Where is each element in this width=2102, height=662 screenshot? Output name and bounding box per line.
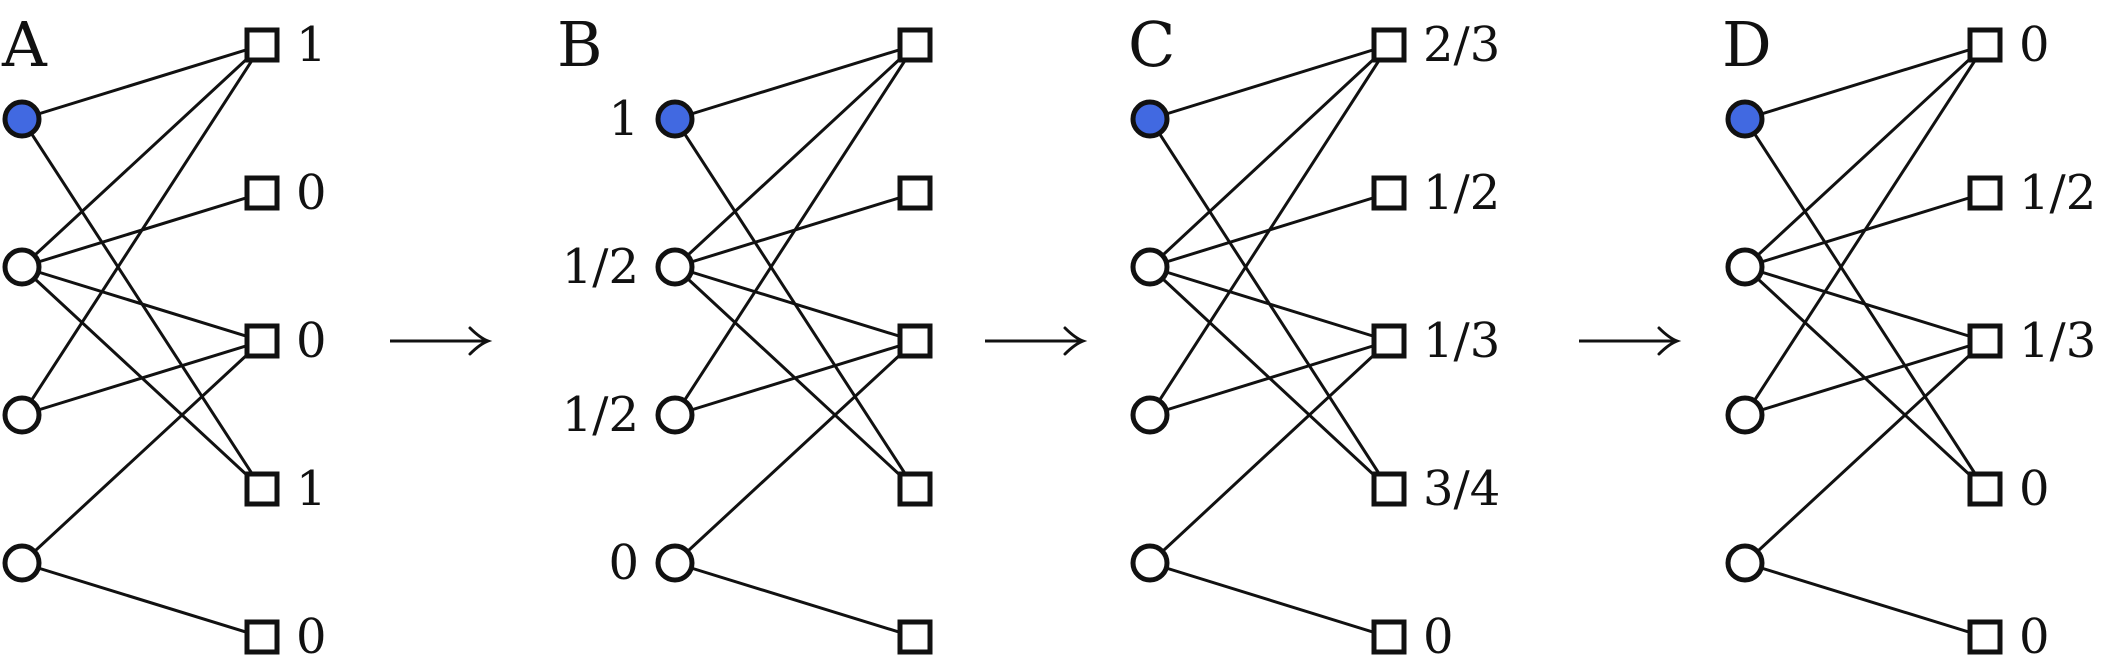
panel-c: C 2/3 1/2 1/3 3/4 0	[1128, 8, 1500, 662]
panel-a: A 1 0 0 1 0	[1, 8, 327, 662]
variable-value-label: 1/2	[562, 239, 639, 295]
variable-node	[1725, 395, 1765, 435]
edge	[1148, 44, 1391, 416]
edge	[1744, 561, 1986, 639]
variable-value-label: 0	[608, 535, 639, 591]
transition-arrow	[1579, 326, 1682, 356]
highlighted-variable-node	[2, 99, 42, 139]
panel-d: D 0 1/2 1/3 0 0	[1722, 8, 2096, 662]
panel-b: B1 1/2 1/2 0	[557, 8, 933, 655]
panel-label: D	[1722, 8, 1772, 81]
variable-node	[655, 247, 695, 287]
edge	[674, 561, 916, 639]
edge	[1148, 43, 1391, 269]
edge	[1149, 43, 1390, 121]
arrow-head	[1657, 326, 1682, 356]
check-value-label: 1/2	[1423, 165, 1500, 221]
check-value-label: 2/3	[1423, 17, 1500, 73]
edge	[674, 43, 916, 121]
check-node	[1371, 619, 1407, 655]
highlighted-variable-node	[655, 99, 695, 139]
variable-node	[2, 247, 42, 287]
check-node	[244, 175, 280, 211]
panel-label: B	[557, 8, 603, 81]
edge	[1149, 339, 1390, 417]
variable-value-label: 1	[608, 91, 639, 147]
check-value-label: 0	[2019, 609, 2050, 657]
highlighted-variable-node	[1725, 99, 1765, 139]
edge	[20, 44, 264, 416]
check-value-label: 0	[2019, 17, 2050, 73]
edge	[1743, 43, 1987, 269]
check-node	[1371, 175, 1407, 211]
edge	[20, 43, 264, 269]
check-value-label: 0	[296, 609, 327, 657]
edge	[1149, 561, 1390, 639]
transition-arrow	[390, 326, 493, 356]
check-node	[244, 27, 280, 63]
check-value-label: 0	[296, 313, 327, 369]
check-value-label: 0	[2019, 461, 2050, 517]
check-node	[1371, 471, 1407, 507]
edge	[1744, 265, 1986, 343]
edge	[674, 339, 916, 417]
variable-node	[1130, 247, 1170, 287]
check-node	[1967, 619, 2003, 655]
edge	[1149, 265, 1390, 343]
edge	[1743, 339, 1987, 565]
edge	[21, 43, 263, 121]
check-node	[897, 619, 933, 655]
highlighted-variable-node	[1130, 99, 1170, 139]
check-node	[897, 323, 933, 359]
check-value-label: 1	[296, 17, 327, 73]
edge	[21, 265, 263, 343]
edge	[1744, 339, 1986, 417]
check-value-label: 1	[296, 461, 327, 517]
variable-node	[2, 395, 42, 435]
check-value-label: 1/3	[1423, 313, 1500, 369]
edge	[673, 44, 917, 416]
variable-value-label: 1/2	[562, 387, 639, 443]
variable-node	[2, 543, 42, 583]
variable-node	[1130, 543, 1170, 583]
edge	[20, 339, 264, 565]
edge	[673, 43, 917, 269]
panel-label: A	[1, 8, 48, 81]
arrow-head	[1063, 326, 1088, 356]
check-node	[1371, 323, 1407, 359]
check-value-label: 0	[1423, 609, 1454, 657]
edge	[1744, 43, 1986, 121]
arrow-head	[468, 326, 493, 356]
check-node	[1967, 471, 2003, 507]
check-value-label: 1/3	[2019, 313, 2096, 369]
edge	[21, 339, 263, 417]
edge	[1743, 44, 1987, 416]
check-value-label: 3/4	[1423, 461, 1500, 517]
check-value-label: 0	[296, 165, 327, 221]
variable-node	[655, 395, 695, 435]
transition-arrow	[985, 326, 1088, 356]
check-node	[1967, 323, 2003, 359]
variable-node	[655, 543, 695, 583]
edge	[21, 561, 263, 639]
check-node	[1967, 27, 2003, 63]
check-node	[1371, 27, 1407, 63]
panel-label: C	[1128, 8, 1175, 81]
edge	[673, 339, 917, 565]
check-node	[897, 175, 933, 211]
variable-node	[1725, 543, 1765, 583]
check-node	[244, 471, 280, 507]
edge	[674, 265, 916, 343]
check-node	[897, 27, 933, 63]
check-node	[1967, 175, 2003, 211]
check-node	[897, 471, 933, 507]
check-node	[244, 323, 280, 359]
variable-node	[1725, 247, 1765, 287]
check-value-label: 1/2	[2019, 165, 2096, 221]
edge	[1148, 339, 1391, 565]
variable-node	[1130, 395, 1170, 435]
check-node	[244, 619, 280, 655]
